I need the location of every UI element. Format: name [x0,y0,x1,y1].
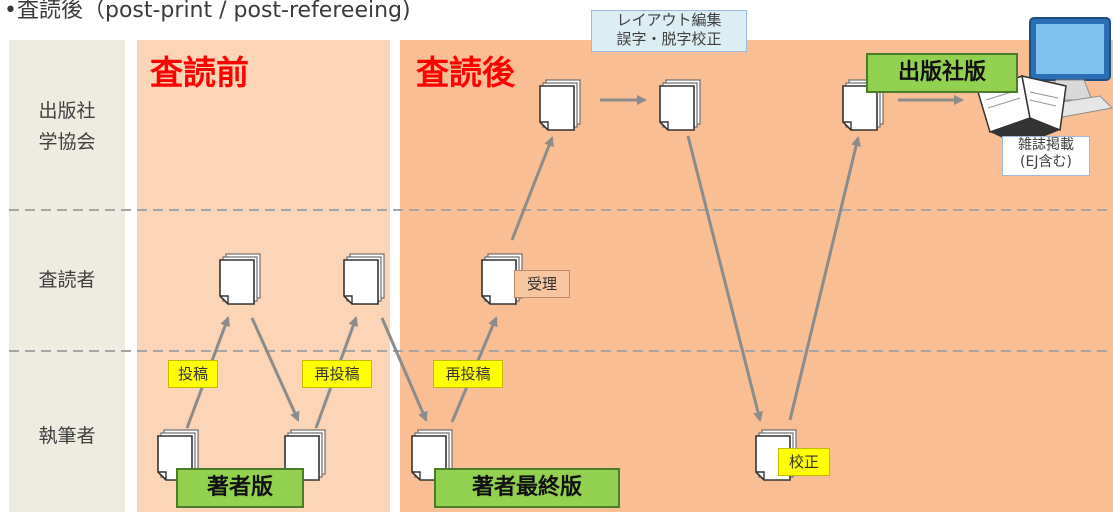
layout-edit-note-line1: レイアウト編集 [616,11,722,29]
magazine-note-line2: (EJ含む) [1020,154,1072,170]
doc-publisher-1 [539,79,581,131]
arrow-to-proofread [686,135,763,422]
page-caption: •査読後（post-print / post-refereeing) [4,0,411,23]
label-resubmit-1: 再投稿 [302,360,372,388]
lane-label-publisher-line2: 学協会 [38,131,96,153]
layout-edit-note-line2: 誤字・脱字校正 [616,30,722,48]
lane-header-column [9,40,125,512]
doc-reviewer-1 [219,253,261,305]
phase-title-post: 査読後 [416,53,515,92]
lane-label-author: 執筆者 [38,425,96,447]
lane-label-reviewer: 査読者 [38,269,96,291]
phase-title-pre: 査読前 [150,53,249,92]
arrow-review-back-1 [250,317,300,422]
label-publisher-version: 出版社版 [866,53,1018,93]
label-resubmit-2: 再投稿 [433,360,503,388]
magazine-note-line1: 雑誌掲載 [1018,137,1074,153]
arrow-accept-to-publisher [510,136,554,241]
label-submit: 投稿 [168,360,218,388]
arrow-review-back-2 [380,317,428,422]
label-author-final-version: 著者最終版 [434,468,620,508]
label-author-version: 著者版 [176,468,304,508]
label-accepted: 受理 [514,270,570,298]
doc-publisher-2 [659,79,701,131]
lane-label-publisher-line1: 出版社 [38,100,96,122]
layout-edit-note: レイアウト編集 誤字・脱字校正 [591,10,747,52]
doc-reviewer-2 [343,253,385,305]
arrow-proof-to-publisher [788,136,861,421]
magazine-note: 雑誌掲載 (EJ含む) [1002,136,1090,176]
lane-label-publisher: 出版社 学協会 [9,96,125,158]
label-proofread: 校正 [778,448,830,476]
